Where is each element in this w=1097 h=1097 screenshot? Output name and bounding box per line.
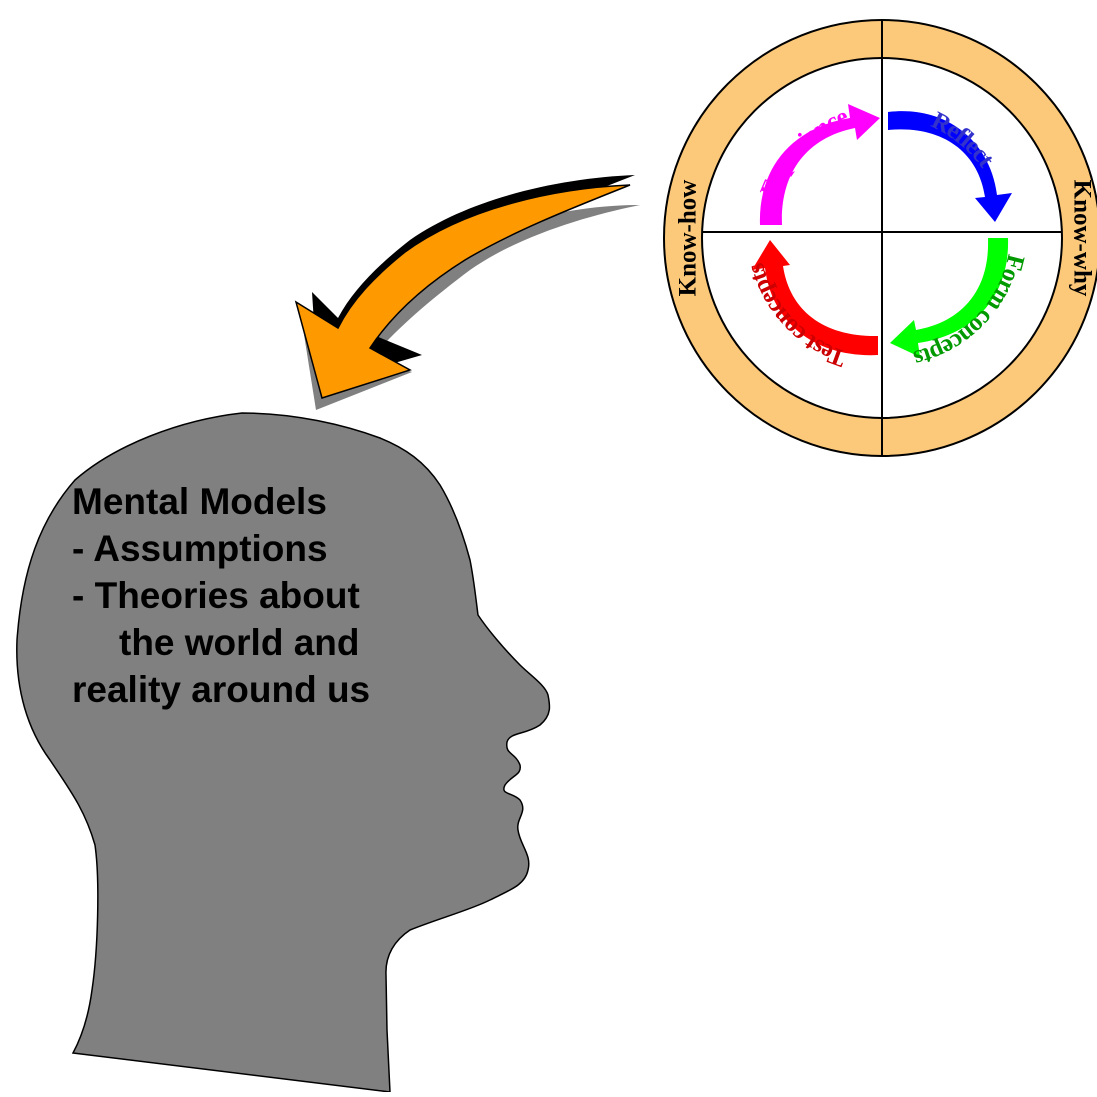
- head-text-line-2: - Assumptions: [72, 528, 328, 569]
- mental-models-text: Mental Models - Assumptions - Theories a…: [72, 478, 472, 713]
- know-why-label: Know-why: [1068, 180, 1095, 297]
- reflect-arrow: [888, 111, 1012, 222]
- head-text-line-1: Mental Models: [72, 481, 327, 522]
- head-text-line-4: the world and: [119, 622, 360, 663]
- experience-arrow: [759, 104, 880, 225]
- test-concepts-arrow: [752, 240, 878, 356]
- form-concepts-arrow: [890, 238, 1009, 357]
- know-how-label: Know-how: [675, 180, 702, 297]
- head-text-line-5: reality around us: [72, 669, 371, 710]
- curved-arrow: [294, 175, 640, 410]
- curved-arrow-body: [294, 184, 631, 399]
- head-silhouette: [16, 412, 551, 1093]
- head-text-line-3: - Theories about: [72, 575, 360, 616]
- learning-cycle: Know-how Know-why Experience Reflect For…: [663, 19, 1097, 457]
